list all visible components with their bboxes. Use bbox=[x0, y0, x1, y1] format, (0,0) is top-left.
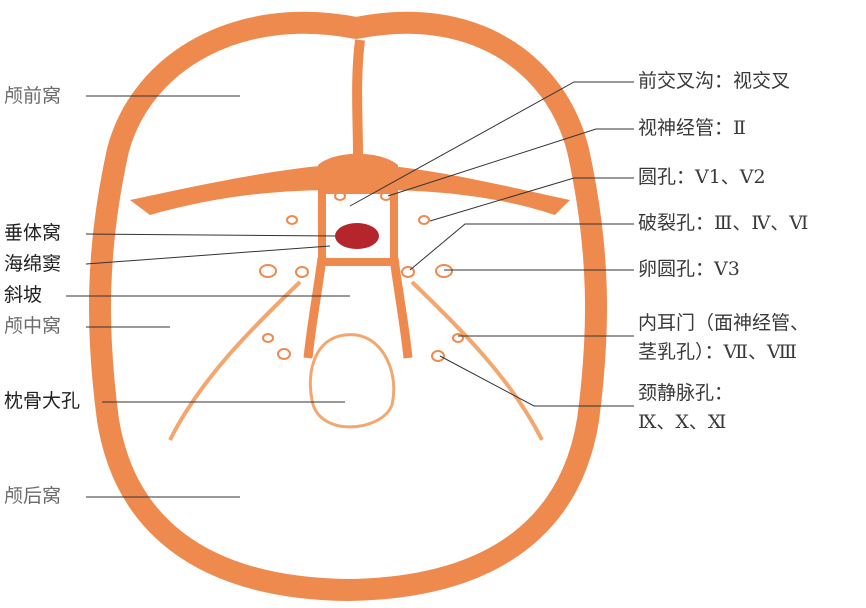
internal-acoustic-right bbox=[453, 334, 463, 342]
skull-outer-rim bbox=[100, 23, 596, 590]
clivus-left-edge bbox=[308, 258, 322, 358]
foramen-ovale-left bbox=[260, 265, 276, 277]
label-middle-fossa: 颅中窝 bbox=[4, 317, 61, 336]
pituitary-fossa bbox=[335, 223, 379, 249]
foramen-magnum bbox=[310, 335, 393, 427]
label-jugular-foramen-1: 颈静脉孔： bbox=[638, 384, 733, 403]
label-foramen-rotundum: 圆孔：V1、V2 bbox=[638, 168, 766, 187]
label-cavernous-sinus: 海绵窦 bbox=[4, 255, 61, 274]
foramen-lacerum-left bbox=[296, 267, 308, 277]
internal-acoustic-left bbox=[263, 334, 273, 342]
label-internal-acoustic-1: 内耳门（面神经管、 bbox=[638, 314, 809, 333]
label-pituitary-fossa: 垂体窝 bbox=[4, 224, 61, 243]
label-clivus: 斜坡 bbox=[4, 286, 42, 305]
frontal-crest bbox=[357, 40, 360, 155]
clivus-right-edge bbox=[394, 258, 408, 358]
leader-lines bbox=[66, 82, 634, 497]
foramen-rotundum-left bbox=[287, 216, 297, 224]
lesser-wing-left bbox=[130, 165, 340, 215]
label-foramen-lacerum: 破裂孔：Ⅲ、Ⅳ、Ⅵ bbox=[638, 214, 808, 233]
label-foramen-ovale: 卵圆孔：V3 bbox=[638, 260, 740, 279]
label-chiasmatic-groove: 前交叉沟：视交叉 bbox=[638, 72, 790, 91]
label-internal-acoustic-2: 茎乳孔）：Ⅶ、Ⅷ bbox=[638, 343, 797, 362]
label-foramen-magnum: 枕骨大孔 bbox=[4, 392, 80, 411]
petrous-ridge-left bbox=[170, 282, 300, 440]
jugular-foramen-left bbox=[278, 349, 290, 359]
label-optic-canal: 视神经管：Ⅱ bbox=[638, 119, 746, 138]
jugular-foramen-right bbox=[432, 351, 444, 361]
label-jugular-foramen-2: Ⅸ、Ⅹ、Ⅺ bbox=[638, 413, 726, 432]
label-anterior-fossa: 颅前窝 bbox=[4, 87, 61, 106]
lesser-wing-right bbox=[375, 165, 570, 215]
label-posterior-fossa: 颅后窝 bbox=[4, 487, 61, 506]
foramen-rotundum-right bbox=[419, 216, 429, 224]
petrous-ridge-right bbox=[412, 282, 542, 440]
foramen-ovale-right bbox=[436, 265, 452, 277]
